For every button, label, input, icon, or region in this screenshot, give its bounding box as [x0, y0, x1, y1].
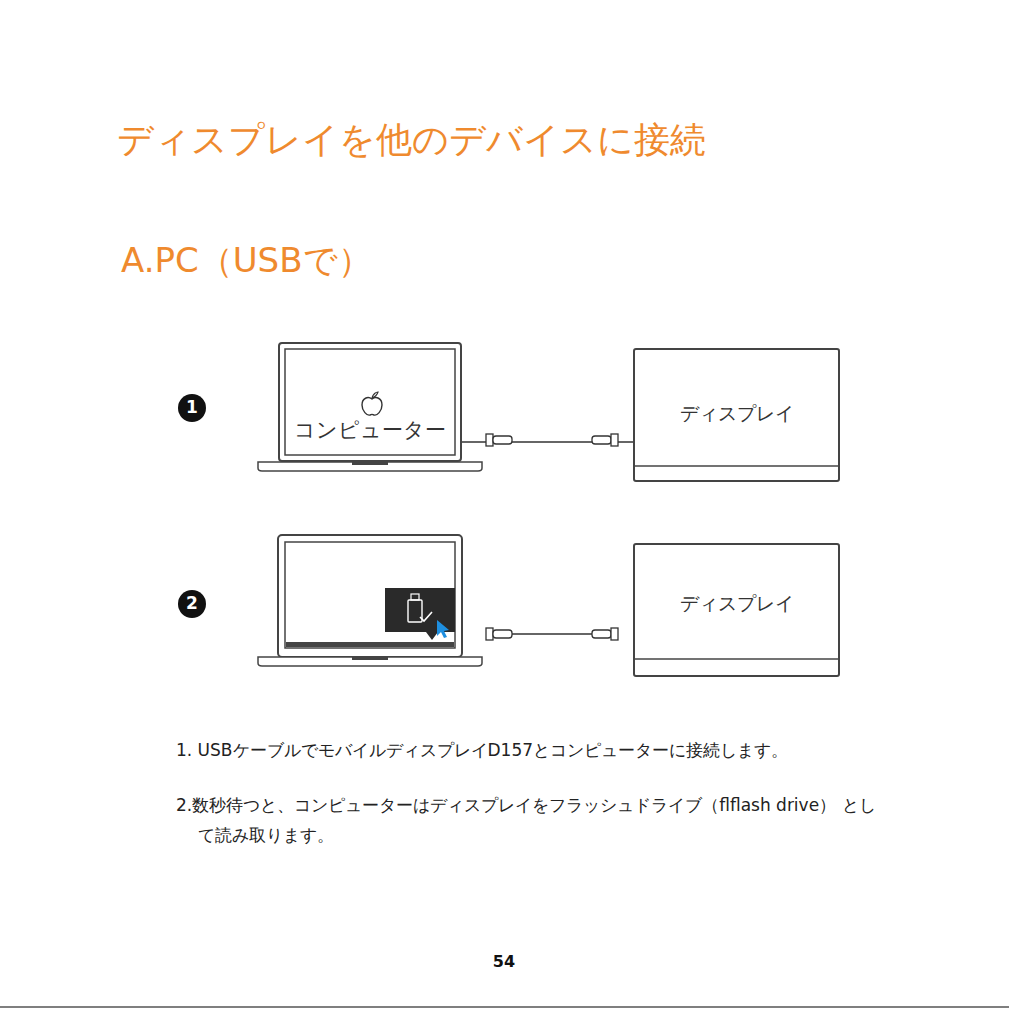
usb-cable: [486, 628, 618, 640]
node-label: ディスプレイ: [635, 591, 838, 617]
callout-number: 1: [186, 393, 198, 423]
callout-number: 2: [186, 589, 198, 619]
instruction-text: 1. USBケーブルでモバイルディスプレイD157とコンピューターに接続します。: [176, 736, 876, 766]
display-bezel: [633, 465, 840, 467]
laptop-notch: [352, 462, 388, 465]
title: ディスプレイを他のデバイスに接続: [117, 116, 706, 165]
laptop-notch: [352, 657, 388, 660]
usb-popup: [385, 588, 455, 640]
callout-circle: [178, 590, 206, 618]
laptop-base: [258, 462, 482, 471]
node-label: ディスプレイ: [635, 401, 838, 427]
callout-circle: [178, 394, 206, 422]
computer-screen: コンピューター: [278, 342, 462, 462]
display-panel: ディスプレイ: [633, 543, 840, 677]
laptop-base: [258, 657, 482, 666]
page-rule: [0, 1006, 1009, 1008]
instruction-text: 2.数秒待つと、コンピューターはディスプレイをフラッシュドライブ（flflash…: [176, 791, 888, 851]
display-panel: ディスプレイ: [633, 348, 840, 482]
usb-plug: [486, 434, 618, 446]
section-heading: A.PC（USBで）: [121, 231, 372, 291]
display-bezel: [633, 658, 840, 660]
page-number: 54: [493, 948, 515, 976]
node-label: コンピューター: [280, 416, 460, 444]
laptop-screen: [278, 535, 462, 657]
screen-bezel: [285, 542, 455, 648]
taskbar: [286, 642, 454, 647]
apple-logo: [362, 392, 382, 415]
